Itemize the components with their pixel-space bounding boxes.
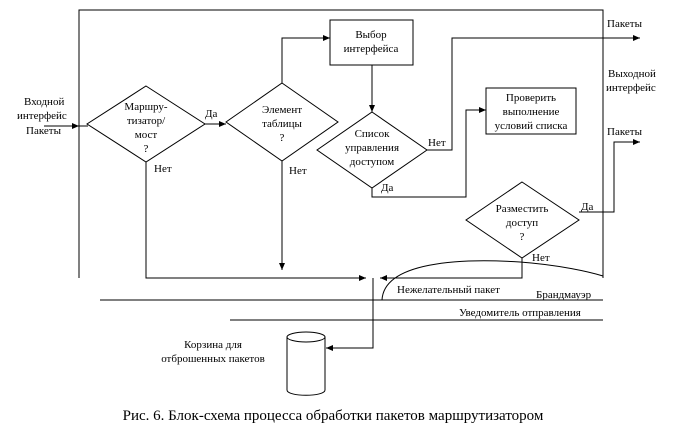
svg-text:доступ: доступ (506, 217, 538, 229)
router-frame (78, 9, 604, 278)
decision-acl-text: Список управления доступом (345, 128, 399, 168)
svg-text:таблицы: таблицы (262, 118, 302, 130)
arrow-table-to-select (281, 35, 330, 83)
svg-text:Маршру-: Маршру- (124, 101, 167, 113)
edge-yes-router: Да (205, 108, 218, 120)
svg-text:?: ? (520, 231, 525, 243)
box-verify-text: Проверить выполнение условий списка (495, 92, 568, 132)
svg-text:Выбор: Выбор (355, 29, 387, 41)
firewall-label: Брандмауэр (536, 289, 592, 301)
svg-text:?: ? (280, 132, 285, 144)
discarded-bin-icon (286, 331, 326, 396)
edge-no-place: Нет (532, 252, 550, 264)
svg-text:Входной: Входной (24, 96, 64, 108)
input-label: Входной интерфейс Пакеты (17, 96, 67, 137)
svg-text:Корзина для: Корзина для (184, 339, 242, 351)
svg-text:интерфейс: интерфейс (17, 110, 67, 122)
arrow-place-yes-to-output (579, 139, 640, 213)
figure-caption: Рис. 6. Блок-схема процесса обработки па… (123, 408, 544, 424)
arrow-junction-to-bin (326, 278, 374, 351)
edge-no-acl: Нет (428, 137, 446, 149)
svg-text:тизатор/: тизатор/ (127, 115, 166, 127)
svg-text:управления: управления (345, 142, 399, 154)
decision-place-text: Разместить доступ ? (496, 203, 549, 243)
svg-text:мост: мост (135, 129, 158, 141)
arrow-router-no-to-junction (145, 162, 366, 281)
edge-yes-acl: Да (381, 182, 394, 194)
svg-text:Выходной: Выходной (608, 68, 656, 80)
box-verify-conditions (485, 87, 577, 135)
decision-table-text: Элемент таблицы ? (262, 104, 303, 144)
bin-label: Корзина для отброшенных пакетов (161, 339, 265, 365)
edge-no-router: Нет (154, 163, 172, 175)
edge-no-table: Нет (289, 165, 307, 177)
box-select-text: Выбор интерфейса (344, 29, 399, 55)
svg-text:доступом: доступом (350, 156, 395, 168)
output-packets-mid: Пакеты (607, 126, 643, 138)
arrow-place-no-to-junction (380, 258, 523, 281)
sender-notify-label: Уведомитель отправления (459, 307, 581, 319)
svg-text:Список: Список (355, 128, 390, 140)
edge-yes-place: Да (581, 201, 594, 213)
output-packets-top: Пакеты (607, 18, 643, 30)
arrow-acl-yes-to-verify (371, 107, 486, 198)
arrow-acl-no-to-output (427, 35, 640, 151)
svg-text:выполнение: выполнение (503, 106, 560, 118)
svg-text:?: ? (144, 143, 149, 155)
svg-text:интерфейс: интерфейс (606, 82, 656, 94)
unwanted-packet-label: Нежелательный пакет (397, 284, 500, 296)
svg-text:условий списка: условий списка (495, 120, 568, 132)
svg-text:Проверить: Проверить (506, 92, 556, 104)
svg-text:Разместить: Разместить (496, 203, 549, 215)
svg-text:Элемент: Элемент (262, 104, 302, 116)
svg-text:отброшенных пакетов: отброшенных пакетов (161, 353, 265, 365)
svg-text:интерфейса: интерфейса (344, 43, 399, 55)
decision-router-text: Маршру- тизатор/ мост ? (124, 101, 167, 155)
unwanted-arc (381, 260, 604, 301)
output-interface-label: Выходной интерфейс (606, 68, 656, 94)
svg-text:Пакеты: Пакеты (26, 125, 62, 137)
